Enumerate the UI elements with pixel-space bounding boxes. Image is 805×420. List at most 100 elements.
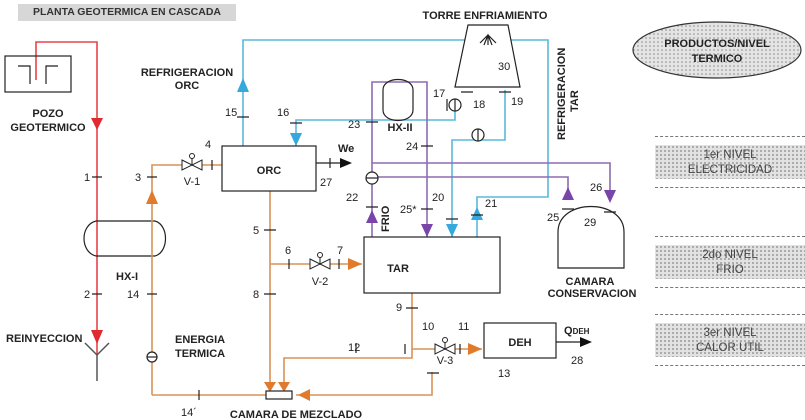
state-27: 27 [320, 177, 332, 189]
legend-header [632, 21, 802, 79]
pozo-label-2: GEOTERMICO [10, 122, 86, 134]
state-1: 1 [84, 172, 90, 184]
valve-v2-label: V-2 [312, 276, 329, 288]
legend-header-line2: TERMICO [692, 53, 743, 65]
valve-v2-icon[interactable] [309, 252, 331, 270]
level-2-line1: 2do NIVEL [702, 249, 758, 261]
deh-block[interactable] [483, 322, 557, 359]
state-2: 2 [84, 289, 90, 301]
refrigeracion-orc-label-2: ORC [175, 80, 200, 92]
valve-v3-icon[interactable] [434, 337, 456, 355]
state-3: 3 [135, 172, 141, 184]
energia-label: ENERGIA [175, 334, 225, 346]
conservation-chamber [557, 205, 625, 269]
state-9: 9 [396, 302, 402, 314]
legend-level-1: 1er NIVEL ELECTRICIDAD [655, 136, 805, 188]
state-25: 25 [547, 212, 559, 224]
pump-icon [146, 351, 158, 363]
tar-block[interactable] [363, 236, 501, 294]
state-4: 4 [205, 139, 211, 151]
state-29: 29 [584, 217, 596, 229]
valve-v1-label: V-1 [184, 176, 201, 188]
refrigeracion-orc-label: REFRIGERACION [141, 67, 233, 79]
camara-conservacion-label: CAMARA [566, 276, 615, 288]
hx1-label: HX-I [116, 271, 138, 283]
state-22: 22 [346, 192, 358, 204]
qdeh-arrow-icon [580, 337, 592, 347]
state-23: 23 [348, 119, 360, 131]
state-10: 10 [422, 321, 434, 333]
refrigeracion-tar-label: REFRIGERACION [556, 48, 568, 140]
arrow-up-icon [237, 78, 249, 92]
level-1-line2: ELECTRICIDAD [687, 164, 773, 176]
arrow-down-icon [91, 330, 103, 344]
state-16: 16 [277, 107, 289, 119]
state-19: 19 [511, 96, 523, 108]
legend-level-2: 2do NIVEL FRIO [655, 236, 805, 288]
state-14: 14 [127, 289, 139, 301]
geothermal-line [35, 41, 98, 355]
state-7: 7 [337, 245, 343, 257]
state-12: 12 [348, 342, 360, 354]
energia-label-2: TERMICA [175, 348, 225, 360]
arrow-up-icon [146, 190, 158, 204]
tar-label: TAR [387, 263, 409, 275]
state-30: 30 [498, 61, 510, 73]
cooling-tower [454, 24, 521, 88]
pump-icon [448, 98, 485, 142]
hx2-exchanger [382, 78, 414, 122]
hx2-label: HX-II [387, 122, 412, 134]
orc-block[interactable] [221, 145, 317, 192]
legend-header-line1: PRODUCTOS/NIVEL [664, 38, 770, 50]
arrow-down-icon [264, 382, 276, 392]
level-3-line2: CALOR UTIL [696, 342, 764, 354]
level-2-line2: FRIO [716, 264, 744, 276]
state-17: 17 [433, 88, 445, 100]
state-24: 24 [406, 141, 418, 153]
state-18: 18 [473, 99, 485, 111]
qdeh-label: QDEH [564, 325, 590, 337]
arrow-down-icon [604, 190, 616, 203]
reinjection-icon [84, 342, 110, 381]
state-15: 15 [225, 107, 237, 119]
valve-v3-label: V-3 [437, 355, 454, 367]
arrow-down-icon [446, 224, 458, 237]
arrow-right-icon [348, 258, 362, 270]
arrow-down-icon [421, 224, 433, 237]
arrow-down-icon [290, 133, 302, 146]
arrow-up-icon [562, 187, 574, 200]
state-8: 8 [253, 289, 259, 301]
pozo-icon [4, 55, 72, 93]
arrow-up-icon [366, 210, 378, 223]
arrow-down-icon [278, 382, 290, 392]
title-bar [18, 4, 236, 21]
arrow-up-icon [471, 207, 483, 220]
pump-icon [365, 171, 379, 185]
state-25b: 25* [400, 204, 417, 216]
arrow-left-icon [298, 389, 310, 401]
arrow-right-icon [468, 343, 482, 355]
level-3-line1: 3er NIVEL [703, 327, 757, 339]
diagram-title: PLANTA GEOTERMICA EN CASCADA [32, 6, 222, 18]
state-20: 20 [432, 192, 444, 204]
level-1-line1: 1er NIVEL [703, 149, 757, 161]
hx1-exchanger [83, 220, 167, 257]
state-26: 26 [590, 182, 602, 194]
state-13: 13 [498, 368, 510, 380]
we-arrow-icon [340, 158, 352, 168]
tower-label: TORRE ENFRIAMIENTO [423, 10, 548, 22]
arrow-down-icon [91, 118, 103, 130]
legend-level-3: 3er NIVEL CALOR UTIL [655, 314, 805, 366]
we-label: We [338, 143, 354, 155]
state-6: 6 [285, 245, 291, 257]
reinyeccion-label: REINYECCION [6, 333, 82, 345]
pozo-label: POZO [32, 108, 64, 120]
mixing-chamber [265, 390, 293, 400]
state-14b: 14´ [181, 407, 197, 419]
orc-label: ORC [257, 165, 282, 177]
valve-v1-icon[interactable] [181, 153, 203, 171]
refrigeracion-tar-label-2: TAR [569, 90, 581, 112]
state-21: 21 [485, 198, 497, 210]
state-28: 28 [571, 355, 583, 367]
